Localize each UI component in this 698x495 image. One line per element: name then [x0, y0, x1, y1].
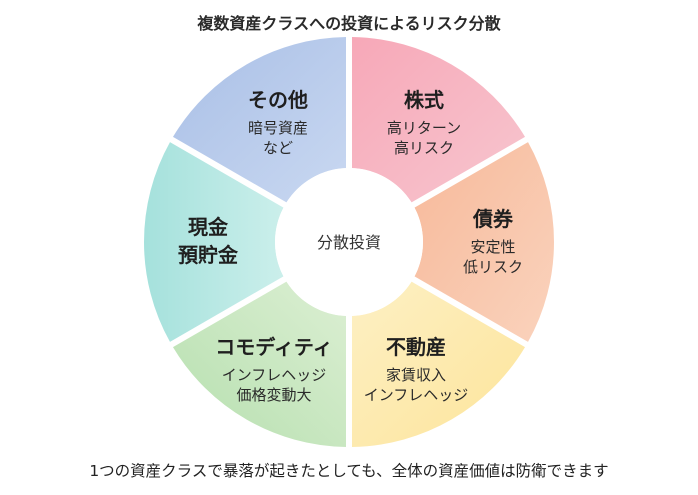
segment-stocks-title: 株式 [404, 88, 444, 112]
segment-commodity-sub1: インフレヘッジ [222, 366, 327, 384]
segment-bonds-sub2: 低リスク [463, 258, 523, 276]
segment-other-title: その他 [248, 88, 308, 112]
segment-bonds-sub1: 安定性 [470, 238, 515, 256]
segment-bonds-title: 債券 [472, 207, 514, 231]
segment-stocks-sub1: 高リターン [387, 119, 461, 137]
segment-realestate [352, 281, 526, 447]
segment-commodity-sub2: 価格変動大 [236, 386, 311, 404]
footer-note: 1つの資産クラスで暴落が起きたとしても、全体の資産価値は防衛できます [89, 462, 609, 480]
segment-cash-sub1: 預貯金 [178, 243, 239, 267]
segment-other-sub1: 暗号資産 [248, 119, 308, 137]
segment-realestate-sub2: インフレヘッジ [364, 386, 469, 404]
center-label: 分散投資 [317, 233, 381, 252]
diagram-title: 複数資産クラスへの投資によるリスク分散 [197, 14, 501, 33]
segment-cash [143, 142, 284, 342]
segment-commodity [172, 281, 346, 447]
segment-stocks-sub2: 高リスク [394, 139, 454, 157]
segment-other-sub2: など [263, 139, 293, 157]
segment-bonds [414, 142, 555, 342]
segment-other [172, 37, 346, 203]
center-hub [275, 168, 423, 316]
segment-realestate-sub1: 家賃収入 [386, 366, 446, 384]
segment-stocks [352, 37, 526, 203]
segment-realestate-title: 不動産 [386, 335, 446, 359]
segment-cash-title: 現金 [188, 215, 229, 239]
segment-commodity-title: コモディティ [215, 335, 332, 359]
